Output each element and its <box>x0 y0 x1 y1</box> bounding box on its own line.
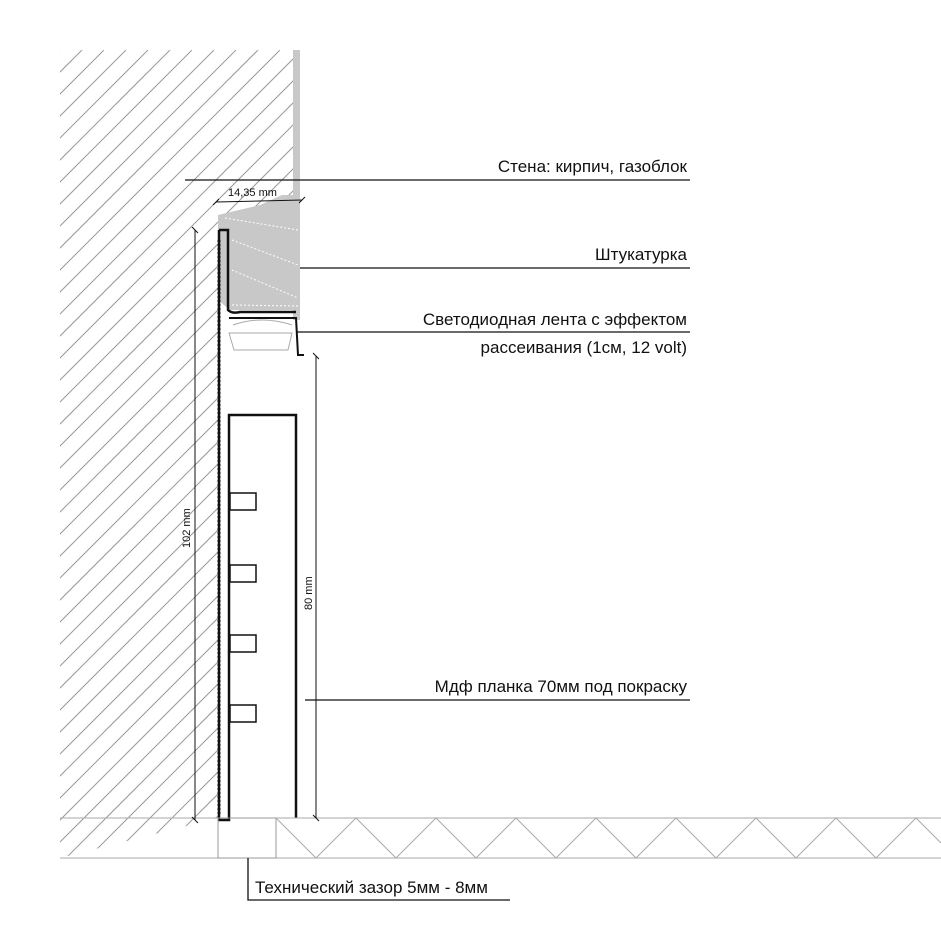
hatch-line <box>332 50 941 900</box>
hatch-line <box>243 50 296 858</box>
hatch-line <box>60 50 296 858</box>
wall-face <box>293 50 300 320</box>
dimension-mdf-height <box>312 352 320 822</box>
hatch-line <box>111 50 296 858</box>
hatch-line <box>60 50 296 858</box>
hatch-line <box>60 50 149 858</box>
dimension-width <box>212 196 306 206</box>
hatch-line <box>60 50 296 858</box>
dimension-width-label: 14,35 mm <box>228 187 277 199</box>
hatch-line <box>60 50 296 858</box>
hatch-line <box>60 50 296 858</box>
hatch-line <box>60 50 296 858</box>
hatch-line <box>60 50 296 858</box>
hatch-line <box>60 50 215 858</box>
hatch-line <box>60 50 105 858</box>
hatch-line <box>60 50 296 858</box>
floor <box>60 817 941 859</box>
hatch-line <box>60 50 296 858</box>
dimension-mdf-height-label: 80 mm <box>303 576 315 610</box>
leader-lines <box>185 179 690 901</box>
hatch-line <box>60 50 296 858</box>
hatch-line <box>60 50 281 858</box>
hatch-line <box>398 50 941 900</box>
hatch-line <box>60 50 296 858</box>
hatch-line <box>376 50 941 900</box>
hatch-line <box>221 50 296 858</box>
wall-hatching <box>0 50 941 900</box>
hatch-line <box>60 50 296 858</box>
hatch-line <box>60 50 83 858</box>
label-led-line2: рассеивания (1см, 12 volt) <box>481 338 687 357</box>
hatch-line <box>60 50 296 858</box>
hatch-line <box>265 50 296 858</box>
dimension-total-height <box>191 226 199 824</box>
hatch-line <box>60 50 296 858</box>
hatch-line <box>60 50 296 858</box>
hatch-line <box>60 50 237 858</box>
hatch-line <box>60 50 296 858</box>
hatch-line <box>60 50 296 858</box>
label-mdf: Мдф планка 70мм под покраску <box>435 677 688 696</box>
hatch-line <box>60 50 296 858</box>
hatch-line <box>177 50 296 858</box>
hatch-line <box>310 50 941 900</box>
hatch-line <box>60 50 296 858</box>
hatch-line <box>60 50 259 858</box>
hatch-line <box>67 50 296 858</box>
hatch-line <box>60 50 296 858</box>
hatch-line <box>60 50 296 858</box>
hatch-line <box>287 50 296 858</box>
dimension-total-height-label: 102 mm <box>181 508 193 548</box>
label-plaster: Штукатурка <box>595 245 688 264</box>
hatch-line <box>354 50 941 900</box>
label-gap: Технический зазор 5мм - 8мм <box>255 878 488 897</box>
hatch-line <box>60 50 296 858</box>
mdf-mounting-tabs <box>229 492 257 723</box>
plaster-layer <box>218 195 300 310</box>
plaster-texture <box>224 217 299 307</box>
hatch-line <box>60 50 296 858</box>
hatch-line <box>60 50 296 858</box>
label-led-line1: Светодиодная лента с эффектом <box>423 310 687 329</box>
led-strip <box>228 317 304 356</box>
hatch-line <box>60 50 296 858</box>
hatch-line <box>155 50 296 858</box>
hatch-line <box>199 50 296 858</box>
hatch-line <box>60 50 296 858</box>
label-wall: Стена: кирпич, газоблок <box>498 157 688 176</box>
hatch-line <box>133 50 296 858</box>
hatch-line <box>0 50 38 900</box>
hatch-line <box>0 50 16 900</box>
hatch-line <box>60 50 61 858</box>
